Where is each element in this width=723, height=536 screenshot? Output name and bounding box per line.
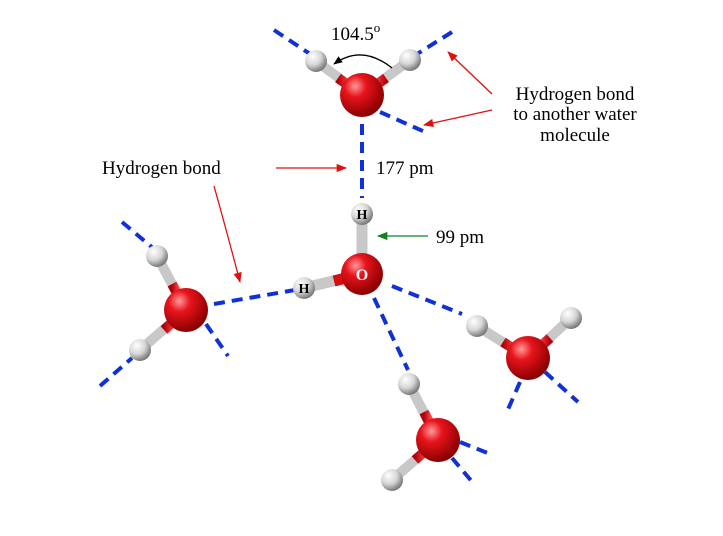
oxygen-atom [506,336,550,380]
hbond-bottom-down [450,456,476,486]
arrow-to-left-hbond [213,185,242,284]
hbond-left-lower [98,356,134,388]
hydrogen-atom [305,50,327,72]
hydrogen-atom-top [351,203,373,225]
oxygen-atom [164,288,208,332]
hbond-other-label-line2: to another water [513,104,637,125]
hbond-top-lower-right [379,110,426,134]
bond-angle-arc [333,54,393,69]
oxygen-atom [340,73,384,117]
hydrogen-atom [381,469,403,491]
water-molecule-center: H H O [293,203,383,299]
hydrogen-atom [398,373,420,395]
hydrogen-bonds [98,28,580,486]
hbond-label: Hydrogen bond [102,158,221,179]
hbond-length-label: 177 pm [376,158,434,179]
hbond-center-to-bottom [372,297,410,371]
central-h-top-label: H [357,208,368,223]
arrow-to-top-right-hbond [447,51,493,95]
hbond-right-lower [543,370,580,404]
hydrogen-atom [129,339,151,361]
water-molecule-top [305,49,421,117]
oxygen-atom [416,418,460,462]
water-molecule-right [466,307,582,380]
hbond-top-right [412,30,454,58]
hbond-left-right [204,322,230,358]
central-o-label: O [356,267,368,284]
hbond-left-to-center [213,288,296,306]
hydrogen-atom [466,315,488,337]
water-molecule-left [129,245,208,361]
oh-length-label: 99 pm [436,227,484,248]
hbond-bottom-right [459,440,491,456]
hydrogen-atom [146,245,168,267]
central-h-left-label: H [299,282,310,297]
annotation-arrows [213,51,493,284]
hydrogen-atom [399,49,421,71]
hbond-center-to-right [391,284,463,316]
arrow-to-top-lower-hbond [422,109,493,128]
hbond-right-down [504,381,522,415]
hbond-other-label-line3: molecule [540,125,610,146]
hydrogen-atom-left [293,277,315,299]
bond-angle-label: 104.5o [331,20,380,45]
hbond-other-label-line1: Hydrogen bond [516,84,635,105]
oxygen-atom-center [341,253,383,295]
hydrogen-atom [560,307,582,329]
water-molecule-bottom [381,373,460,491]
